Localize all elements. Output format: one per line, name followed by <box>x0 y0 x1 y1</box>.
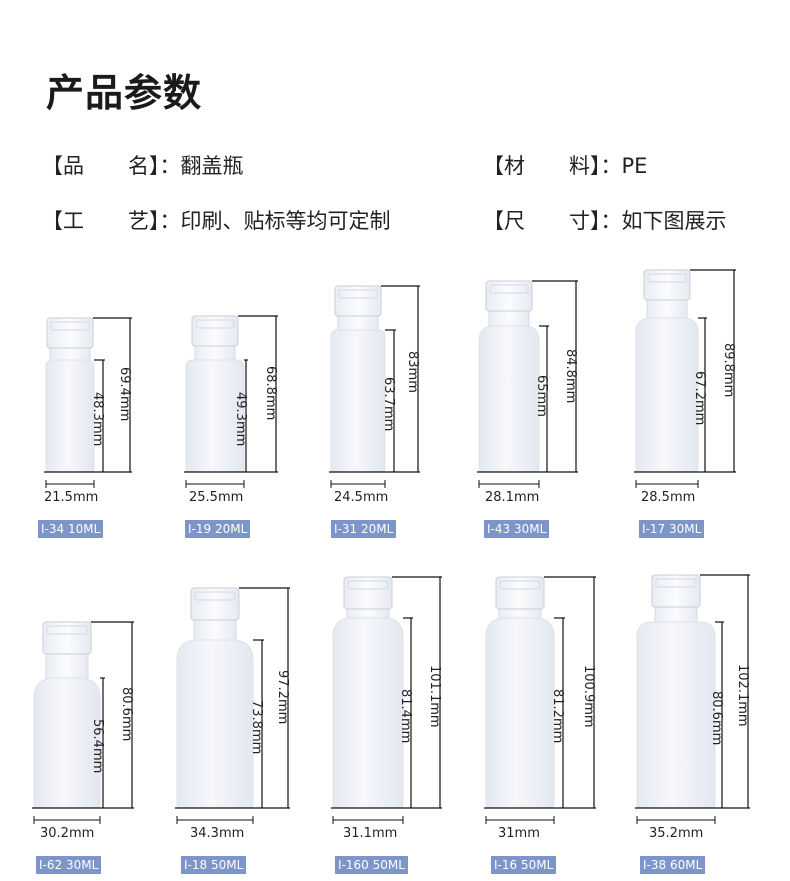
body-height-label: 80.6mm <box>709 691 724 746</box>
model-label: I-18 50ML <box>181 856 247 874</box>
model-label: I-38 60ML <box>640 856 706 874</box>
body-height-label: 48.3mm <box>90 392 105 447</box>
total-height-label: 89.8mm <box>721 343 736 398</box>
total-height-label: 84.8mm <box>563 348 578 403</box>
body-height-label: 65mm <box>534 375 549 417</box>
bottle-2 <box>184 315 278 488</box>
bottle-cap <box>643 269 691 301</box>
bottle-cap <box>190 587 240 621</box>
model-label: I-34 10ML <box>38 520 104 538</box>
width-label: 21.5mm <box>44 490 99 505</box>
total-height-label: 68.8mm <box>263 366 278 421</box>
bottle-body <box>636 621 716 809</box>
bottle-cap-detail <box>489 284 529 294</box>
spec-material-label: 【材 <box>483 154 525 178</box>
bottle-neck <box>45 653 89 683</box>
bottle-body <box>332 617 404 809</box>
spec-name-label: 【品 <box>42 154 84 178</box>
model-label: I-16 50ML <box>491 856 557 874</box>
width-label: 25.5mm <box>189 490 244 505</box>
bottle-body <box>635 317 699 473</box>
bottle-cap <box>651 574 701 608</box>
bottle-5 <box>634 269 736 488</box>
width-label: 28.1mm <box>485 490 540 505</box>
spec-name-label-end: 名】： <box>128 154 181 178</box>
bottle-cap-detail <box>194 591 236 601</box>
spec-process-label: 【工 <box>42 209 84 233</box>
width-label: 35.2mm <box>649 826 704 841</box>
width-label: 24.5mm <box>334 490 389 505</box>
spec-name-value: 翻盖瓶 <box>180 154 244 178</box>
bottle-cap <box>46 317 94 349</box>
bottle-cap-detail <box>655 578 697 588</box>
bottle-cap-detail <box>46 625 88 635</box>
bottle-cap <box>334 285 382 317</box>
body-height-label: 56.4mm <box>90 719 105 774</box>
bottle-cap <box>42 621 92 655</box>
spec-name-row: 【品 名】：翻盖瓶 <box>42 150 244 180</box>
bottle-7 <box>175 587 290 824</box>
total-height-label: 97.2mm <box>275 670 290 725</box>
bottle-cap <box>485 280 533 312</box>
total-height-label: 80.6mm <box>119 687 134 742</box>
spec-material-row: 【材 料】：PE <box>483 150 647 180</box>
body-height-label: 63.7mm <box>381 377 396 432</box>
width-label: 34.3mm <box>190 826 245 841</box>
model-label: I-62 30ML <box>36 856 102 874</box>
bottle-body <box>45 359 95 473</box>
width-label: 28.5mm <box>641 490 696 505</box>
spec-process-label-end: 艺】： <box>128 209 181 233</box>
spec-process-row: 【工 艺】：印刷、贴标等均可定制 <box>42 205 391 235</box>
body-height-label: 73.8mm <box>249 700 264 755</box>
total-height-label: 69.4mm <box>117 367 132 422</box>
width-label: 31.1mm <box>343 826 398 841</box>
model-label: I-17 30ML <box>639 520 705 538</box>
width-label: 31mm <box>498 826 540 841</box>
bottle-cap-detail <box>50 321 90 331</box>
body-height-label: 81.2mm <box>550 689 565 744</box>
spec-size-row: 【尺 寸】：如下图展示 <box>483 205 727 235</box>
bottle-3 <box>329 285 420 488</box>
spec-size-value: 如下图展示 <box>621 209 727 233</box>
bottle-9 <box>484 576 596 824</box>
body-height-label: 49.3mm <box>233 392 248 447</box>
total-height-label: 100.9mm <box>581 664 596 728</box>
bottle-4 <box>477 280 578 488</box>
bottle-body <box>176 639 254 809</box>
bottle-6 <box>32 621 134 824</box>
bottle-cap-detail <box>347 580 389 590</box>
body-height-label: 67.2mm <box>692 371 707 426</box>
bottle-cap-detail <box>647 273 687 283</box>
bottle-body <box>485 617 555 809</box>
spec-size-label-end: 寸】： <box>569 209 622 233</box>
width-label: 30.2mm <box>40 826 95 841</box>
body-height-label: 81.4mm <box>398 689 413 744</box>
bottle-cap-detail <box>338 289 378 299</box>
bottle-cap <box>191 315 239 347</box>
spec-material-value: PE <box>621 154 648 178</box>
page-title: 产品参数 <box>46 71 203 115</box>
bottle-8 <box>331 576 442 824</box>
bottle-cap-detail <box>499 580 541 590</box>
bottle-cap <box>343 576 393 610</box>
total-height-label: 101.1mm <box>427 664 442 728</box>
bottle-1 <box>44 317 132 488</box>
model-label: I-19 20ML <box>185 520 251 538</box>
spec-process-value: 印刷、贴标等均可定制 <box>180 209 391 233</box>
total-height-label: 102.1mm <box>735 663 750 727</box>
bottle-cap-detail <box>195 319 235 329</box>
bottle-cap <box>495 576 545 610</box>
model-label: I-160 50ML <box>335 856 408 874</box>
spec-material-label-end: 料】： <box>569 154 622 178</box>
bottle-body <box>478 325 540 473</box>
bottle-10 <box>635 574 750 824</box>
total-height-label: 83mm <box>405 351 420 393</box>
model-label: I-43 30ML <box>484 520 550 538</box>
spec-size-label: 【尺 <box>483 209 525 233</box>
bottle-body <box>330 329 386 473</box>
model-label: I-31 20ML <box>331 520 397 538</box>
